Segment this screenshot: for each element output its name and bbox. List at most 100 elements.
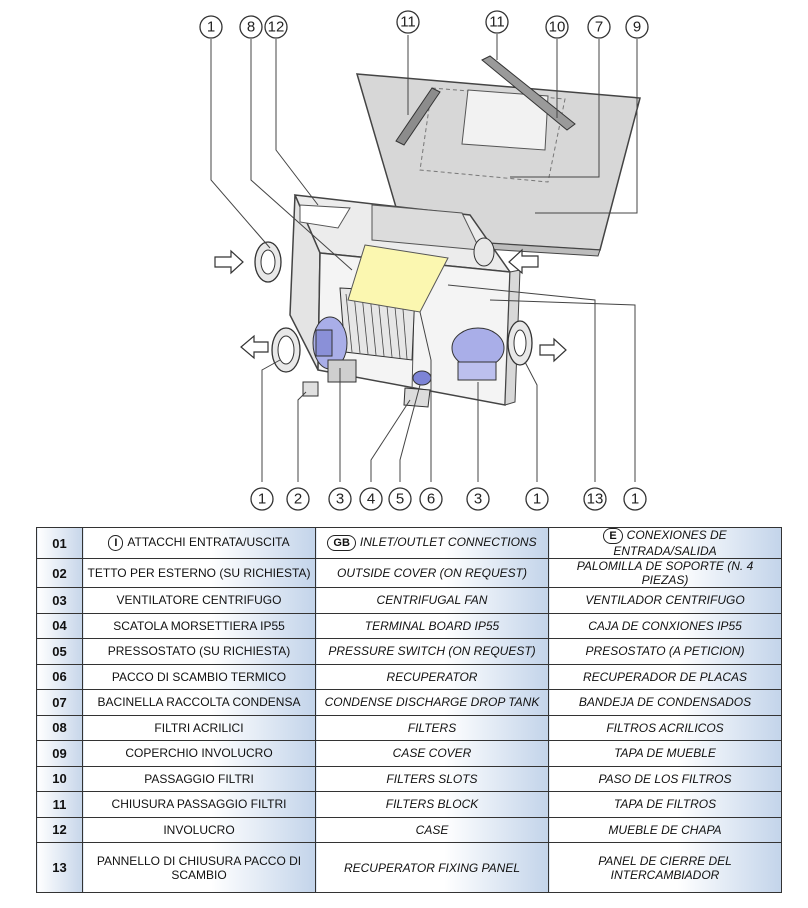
- svg-text:3: 3: [336, 491, 344, 508]
- centrifugal-fan-right: [451, 327, 505, 381]
- svg-text:4: 4: [367, 491, 375, 508]
- svg-text:3: 3: [474, 491, 482, 508]
- callout-top-12: 12: [264, 15, 288, 39]
- spanish-cell: BANDEJA DE CONDENSADOS: [548, 689, 782, 716]
- part-number: 10: [36, 765, 83, 792]
- svg-text:8: 8: [247, 19, 255, 36]
- english-cell: CONDENSE DISCHARGE DROP TANK: [315, 689, 549, 716]
- spanish-cell: VENTILADOR CENTRIFUGO: [548, 587, 782, 614]
- part-number: 08: [36, 714, 83, 741]
- language-badge-e: E: [603, 528, 623, 544]
- callout-bottom-3b: 3: [466, 487, 490, 511]
- italian-cell: BACINELLA RACCOLTA CONDENSA: [82, 689, 316, 716]
- part-number: 11: [36, 791, 83, 818]
- italian-cell: COPERCHIO INVOLUCRO: [82, 740, 316, 767]
- callout-bottom-1c: 1: [623, 487, 647, 511]
- italian-cell: FILTRI ACRILICI: [82, 714, 316, 741]
- callout-top-8: 8: [239, 15, 263, 39]
- part-number: 09: [36, 740, 83, 767]
- part-number: 13: [36, 842, 83, 893]
- italian-cell: PRESSOSTATO (SU RICHIESTA): [82, 638, 316, 665]
- callout-bottom-5: 5: [388, 487, 412, 511]
- svg-text:1: 1: [207, 19, 215, 36]
- case-cover-panel: [355, 73, 641, 257]
- part-number: 02: [36, 558, 83, 588]
- inlet-outlet-connection-front-right: [507, 320, 533, 366]
- svg-text:7: 7: [595, 19, 603, 36]
- language-badge-gb: GB: [327, 535, 356, 551]
- callout-bottom-6: 6: [419, 487, 443, 511]
- filter-block-right: [481, 55, 576, 131]
- callout-bottom-3a: 3: [328, 487, 352, 511]
- inlet-outlet-connection-rear-right: [473, 237, 495, 267]
- callout-bottom-1b: 1: [525, 487, 549, 511]
- callout-top-11b: 11: [485, 10, 509, 34]
- italian-cell: TETTO PER ESTERNO (SU RICHIESTA): [82, 558, 316, 588]
- spanish-cell: PANEL DE CIERRE DEL INTERCAMBIADOR: [548, 842, 782, 893]
- italian-cell: CHIUSURA PASSAGGIO FILTRI: [82, 791, 316, 818]
- callout-top-1: 1: [199, 15, 223, 39]
- english-cell: OUTSIDE COVER (ON REQUEST): [315, 558, 549, 588]
- svg-text:2: 2: [294, 491, 302, 508]
- language-badge-it: I: [108, 535, 124, 551]
- part-number: 07: [36, 689, 83, 716]
- svg-text:1: 1: [258, 491, 266, 508]
- part-number: 05: [36, 638, 83, 665]
- spanish-cell: TAPA DE FILTROS: [548, 791, 782, 818]
- svg-text:9: 9: [633, 19, 641, 36]
- svg-text:11: 11: [489, 14, 505, 31]
- support-bracket: [302, 381, 319, 397]
- airflow-arrow-out-front-left: [240, 334, 269, 360]
- part-number: 12: [36, 816, 83, 843]
- english-cell: FILTERS SLOTS: [315, 765, 549, 792]
- callout-bottom-4: 4: [359, 487, 383, 511]
- english-cell: FILTERS: [315, 714, 549, 741]
- callout-top-11a: 11: [396, 10, 420, 34]
- part-number: 03: [36, 587, 83, 614]
- recuperator-pack: [339, 244, 449, 361]
- italian-cell: PANNELLO DI CHIUSURA PACCO DI SCAMBIO: [82, 842, 316, 893]
- english-cell: PRESSURE SWITCH (ON REQUEST): [315, 638, 549, 665]
- italian-cell: INVOLUCRO: [82, 816, 316, 843]
- english-cell: TERMINAL BOARD IP55: [315, 612, 549, 639]
- exploded-unit-diagram: 1 8 12 11 11 10 7 9 1 2 3 4 5 6 3 1 13 1: [199, 10, 649, 511]
- italian-cell: SCATOLA MORSETTIERA IP55: [82, 612, 316, 639]
- part-number: 04: [36, 612, 83, 639]
- spanish-cell: FILTROS ACRILICOS: [548, 714, 782, 741]
- spanish-cell: CAJA DE CONXIONES IP55: [548, 612, 782, 639]
- italian-cell: VENTILATORE CENTRIFUGO: [82, 587, 316, 614]
- spanish-cell: PRESOSTATO (A PETICION): [548, 638, 782, 665]
- inlet-outlet-connection-rear-left: [254, 241, 282, 283]
- callout-bottom-13: 13: [583, 487, 607, 511]
- filter-block-left: [395, 87, 441, 146]
- svg-text:5: 5: [396, 491, 404, 508]
- callout-top-9: 9: [625, 15, 649, 39]
- callout-bottom-1a: 1: [250, 487, 274, 511]
- spanish-cell: PASO DE LOS FILTROS: [548, 765, 782, 792]
- svg-text:1: 1: [533, 491, 541, 508]
- airflow-arrow-out-front-right: [539, 337, 567, 363]
- english-cell: CASE: [315, 816, 549, 843]
- english-cell: CASE COVER: [315, 740, 549, 767]
- part-number: 01: [36, 527, 83, 559]
- english-cell: FILTERS BLOCK: [315, 791, 549, 818]
- spanish-cell: RECUPERADOR DE PLACAS: [548, 663, 782, 690]
- svg-text:6: 6: [427, 491, 435, 508]
- svg-text:13: 13: [587, 491, 604, 508]
- inlet-outlet-connection-front-left: [271, 327, 301, 373]
- part-number: 06: [36, 663, 83, 690]
